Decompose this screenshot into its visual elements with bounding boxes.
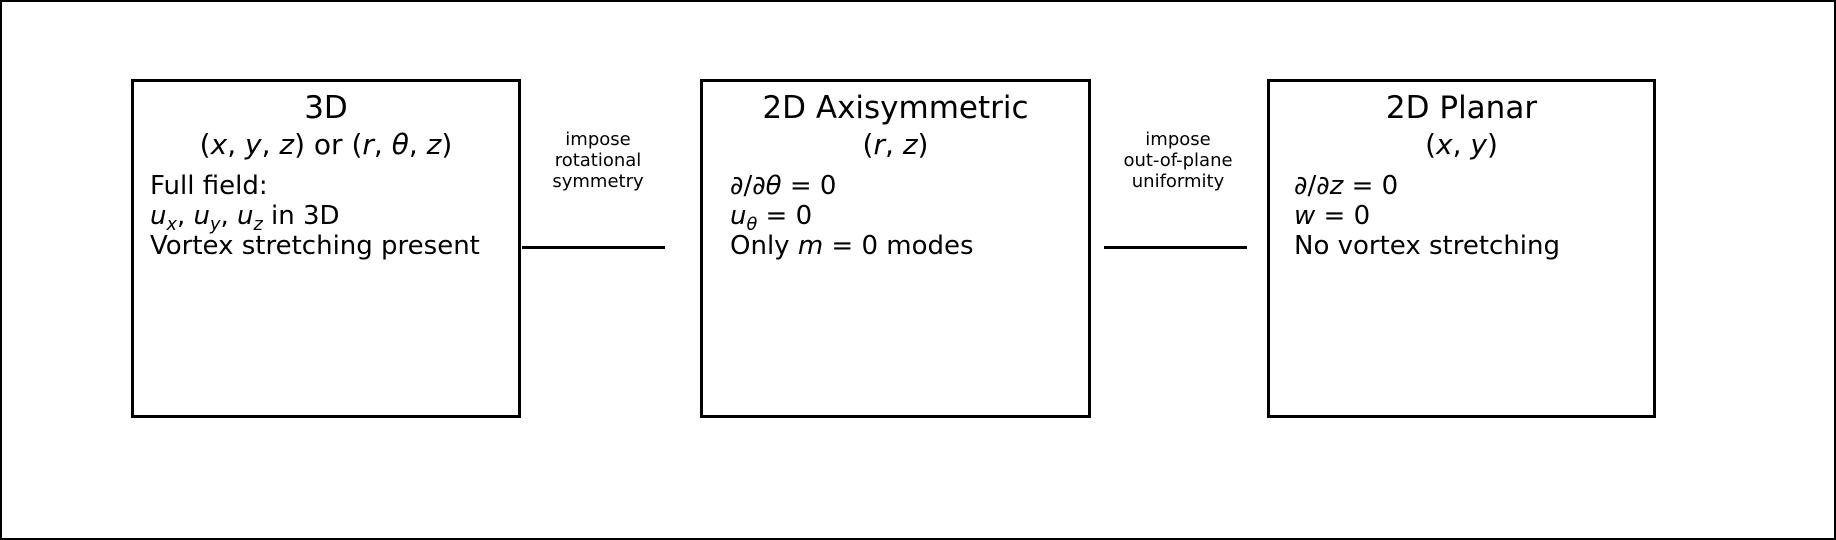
connector-line-axisymmetric-to-planar [1104, 246, 1247, 249]
box-2d-planar-details: ∂/∂z = 0 w = 0 No vortex stretching [1270, 171, 1653, 261]
box-3d-detail-line-3: Vortex stretching present [150, 231, 480, 261]
box-3d-detail-line-2: ux, uy, uz in 3D [150, 201, 340, 236]
connector-line-3d-to-axisymmetric [522, 246, 665, 249]
box-2d-planar-detail-line-1: ∂/∂z = 0 [1294, 171, 1399, 201]
box-3d-details: Full field: ux, uy, uz in 3D Vortex stre… [134, 171, 518, 261]
box-2d-axisymmetric: 2D Axisymmetric (r, z) ∂/∂θ = 0 uθ = 0 O… [700, 79, 1091, 418]
box-2d-planar-detail-line-2: w = 0 [1294, 201, 1371, 231]
box-2d-axisymmetric-detail-line-3: Only m = 0 modes [730, 231, 974, 261]
connector-label-out-of-plane-uniformity: impose out-of-plane uniformity [1123, 129, 1233, 192]
box-3d-detail-line-1: Full field: [150, 171, 268, 201]
box-3d: 3D (x, y, z) or (r, θ, z) Full field: ux… [131, 79, 521, 418]
box-2d-axisymmetric-details: ∂/∂θ = 0 uθ = 0 Only m = 0 modes [703, 171, 1088, 261]
box-2d-planar: 2D Planar (x, y) ∂/∂z = 0 w = 0 No vorte… [1267, 79, 1656, 418]
box-2d-axisymmetric-detail-line-2: uθ = 0 [730, 201, 813, 236]
box-2d-axisymmetric-title: 2D Axisymmetric [762, 90, 1029, 126]
box-2d-axisymmetric-coordinates: (r, z) [862, 128, 929, 161]
box-2d-planar-coordinates: (x, y) [1425, 128, 1498, 161]
box-2d-planar-title: 2D Planar [1385, 90, 1538, 126]
connector-label-rotational-symmetry: impose rotational symmetry [552, 129, 644, 192]
box-3d-coordinates: (x, y, z) or (r, θ, z) [199, 128, 453, 161]
box-3d-title: 3D [304, 90, 348, 126]
box-2d-planar-detail-line-3: No vortex stretching [1294, 231, 1561, 261]
box-2d-axisymmetric-detail-line-1: ∂/∂θ = 0 [730, 171, 837, 201]
